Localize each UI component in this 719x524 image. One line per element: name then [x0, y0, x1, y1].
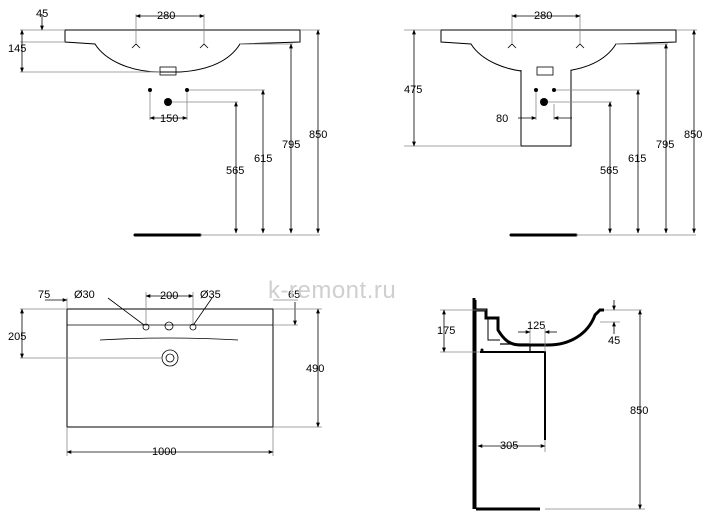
dim-565-2: 565	[600, 165, 618, 177]
dim-65: 65	[288, 289, 300, 301]
tap-hole-plan-center	[164, 321, 174, 331]
front-view-right: 280 475 80 565 615 795 850	[404, 10, 702, 237]
watermark: k-remont.ru	[268, 277, 396, 304]
dim-795-2: 795	[656, 139, 674, 151]
dim-565: 565	[226, 165, 244, 177]
dim-200: 200	[160, 290, 178, 302]
front-view-left: 280 45 145 150 565 615 795 850	[8, 8, 327, 237]
dim-475: 475	[404, 84, 422, 96]
pedestal-section	[480, 351, 546, 440]
pedestal	[520, 70, 572, 147]
dim-45: 45	[36, 8, 48, 20]
section-view: 175 125 45 305 850	[437, 298, 648, 511]
dim-75: 75	[38, 289, 50, 301]
dim-280: 280	[157, 10, 175, 22]
dim-80: 80	[496, 113, 508, 125]
dim-615-2: 615	[628, 153, 646, 165]
dim-125: 125	[527, 320, 545, 332]
dim-205: 205	[8, 331, 26, 343]
dim-150: 150	[160, 113, 178, 125]
basin-outline	[64, 29, 301, 73]
dim-850-side: 850	[630, 405, 648, 417]
dim-175: 175	[437, 325, 455, 337]
dim-850: 850	[309, 129, 327, 141]
dim-615: 615	[254, 153, 272, 165]
dim-d30: Ø30	[74, 289, 95, 301]
basin-outline-2	[440, 29, 677, 73]
dim-d35: Ø35	[200, 289, 221, 301]
plan-view: 75 Ø30 200 Ø35 65 205 490 1000	[8, 289, 324, 458]
dim-145: 145	[8, 43, 26, 55]
dim-1000: 1000	[152, 446, 176, 458]
dim-280-2: 280	[534, 10, 552, 22]
dim-305: 305	[500, 440, 518, 452]
basin-plan-outline	[66, 308, 274, 428]
dim-850-2: 850	[684, 129, 702, 141]
dim-45-side: 45	[608, 335, 620, 347]
dim-490: 490	[306, 363, 324, 375]
bowl-rim	[99, 337, 239, 341]
dim-795: 795	[282, 139, 300, 151]
drain-trap	[159, 66, 177, 76]
basin-section	[476, 308, 604, 347]
